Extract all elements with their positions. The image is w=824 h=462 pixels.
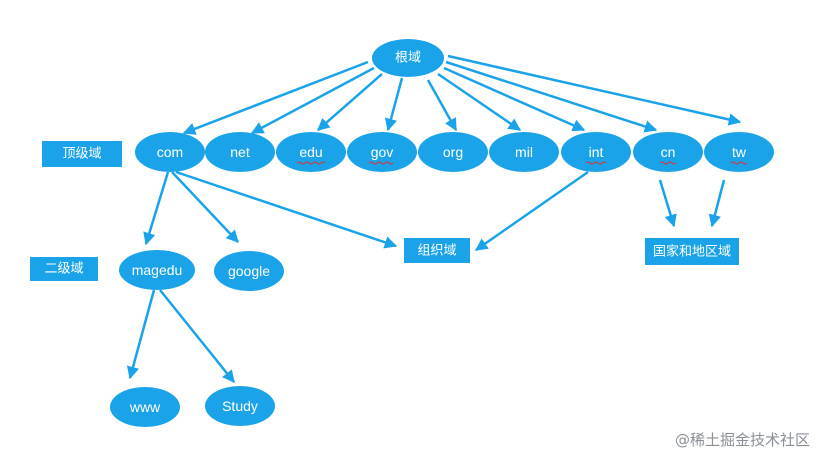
edge-com-magedu (143, 171, 170, 246)
label-second-level: 二级域 (30, 257, 98, 281)
node-root: 根域 (372, 39, 444, 77)
node-study-label: Study (222, 398, 258, 414)
node-google-label: google (228, 263, 270, 279)
edge-com-google (171, 171, 239, 243)
edge-int-org-domain (474, 170, 589, 252)
label-organization-text: 组织域 (417, 244, 456, 259)
node-mil-label: mil (515, 144, 533, 160)
spellcheck-underline (585, 161, 607, 165)
edge-root-org (426, 79, 458, 132)
watermark: @稀土掘金技术社区 (674, 431, 810, 449)
edge-root-com (182, 60, 369, 135)
spellcheck-underline (730, 161, 748, 165)
label-country: 国家和地区域 (645, 238, 739, 265)
label-second-level-text: 二级域 (44, 262, 83, 277)
label-top-level: 顶级域 (42, 141, 122, 167)
node-edu-label: edu (299, 144, 322, 160)
node-int-label: int (589, 144, 604, 160)
node-www: www (110, 387, 180, 427)
node-gov-label: gov (371, 144, 394, 160)
edge-magedu-study (159, 289, 235, 383)
edge-root-int (443, 66, 586, 132)
edge-root-gov (384, 77, 404, 132)
node-tw: tw (704, 132, 774, 172)
edges (126, 54, 742, 383)
node-gov: gov (347, 132, 417, 172)
edge-tw-country (708, 179, 726, 228)
edge-cn-country (658, 179, 677, 228)
node-com-label: com (157, 144, 183, 160)
label-country-text: 国家和地区域 (653, 244, 731, 260)
spellcheck-underline (296, 161, 326, 165)
node-edu: edu (276, 132, 346, 172)
node-org-label: org (443, 144, 463, 160)
node-net: net (205, 132, 275, 172)
node-com: com (135, 132, 205, 172)
node-net-label: net (230, 144, 250, 160)
spellcheck-underline (659, 161, 677, 165)
label-top-level-text: 顶级域 (62, 147, 101, 162)
edge-magedu-www (126, 289, 156, 380)
node-google: google (214, 251, 284, 291)
node-int: int (561, 132, 631, 172)
edge-root-cn (445, 60, 658, 133)
label-organization: 组织域 (404, 238, 470, 263)
node-study: Study (205, 386, 275, 426)
spellcheck-underline (368, 161, 394, 165)
edge-root-tw (447, 54, 742, 126)
edge-root-edu (317, 73, 383, 131)
node-mil: mil (489, 132, 559, 172)
node-cn: cn (633, 132, 703, 172)
node-magedu: magedu (119, 250, 195, 290)
edge-root-mil (437, 72, 522, 132)
edge-com-org-domain (175, 170, 398, 249)
node-root-label: 根域 (395, 51, 421, 66)
node-org: org (418, 132, 488, 172)
node-tw-label: tw (732, 144, 747, 160)
edge-root-net (250, 66, 375, 135)
node-cn-label: cn (661, 144, 676, 160)
node-www-label: www (129, 399, 161, 415)
node-magedu-label: magedu (132, 262, 183, 278)
